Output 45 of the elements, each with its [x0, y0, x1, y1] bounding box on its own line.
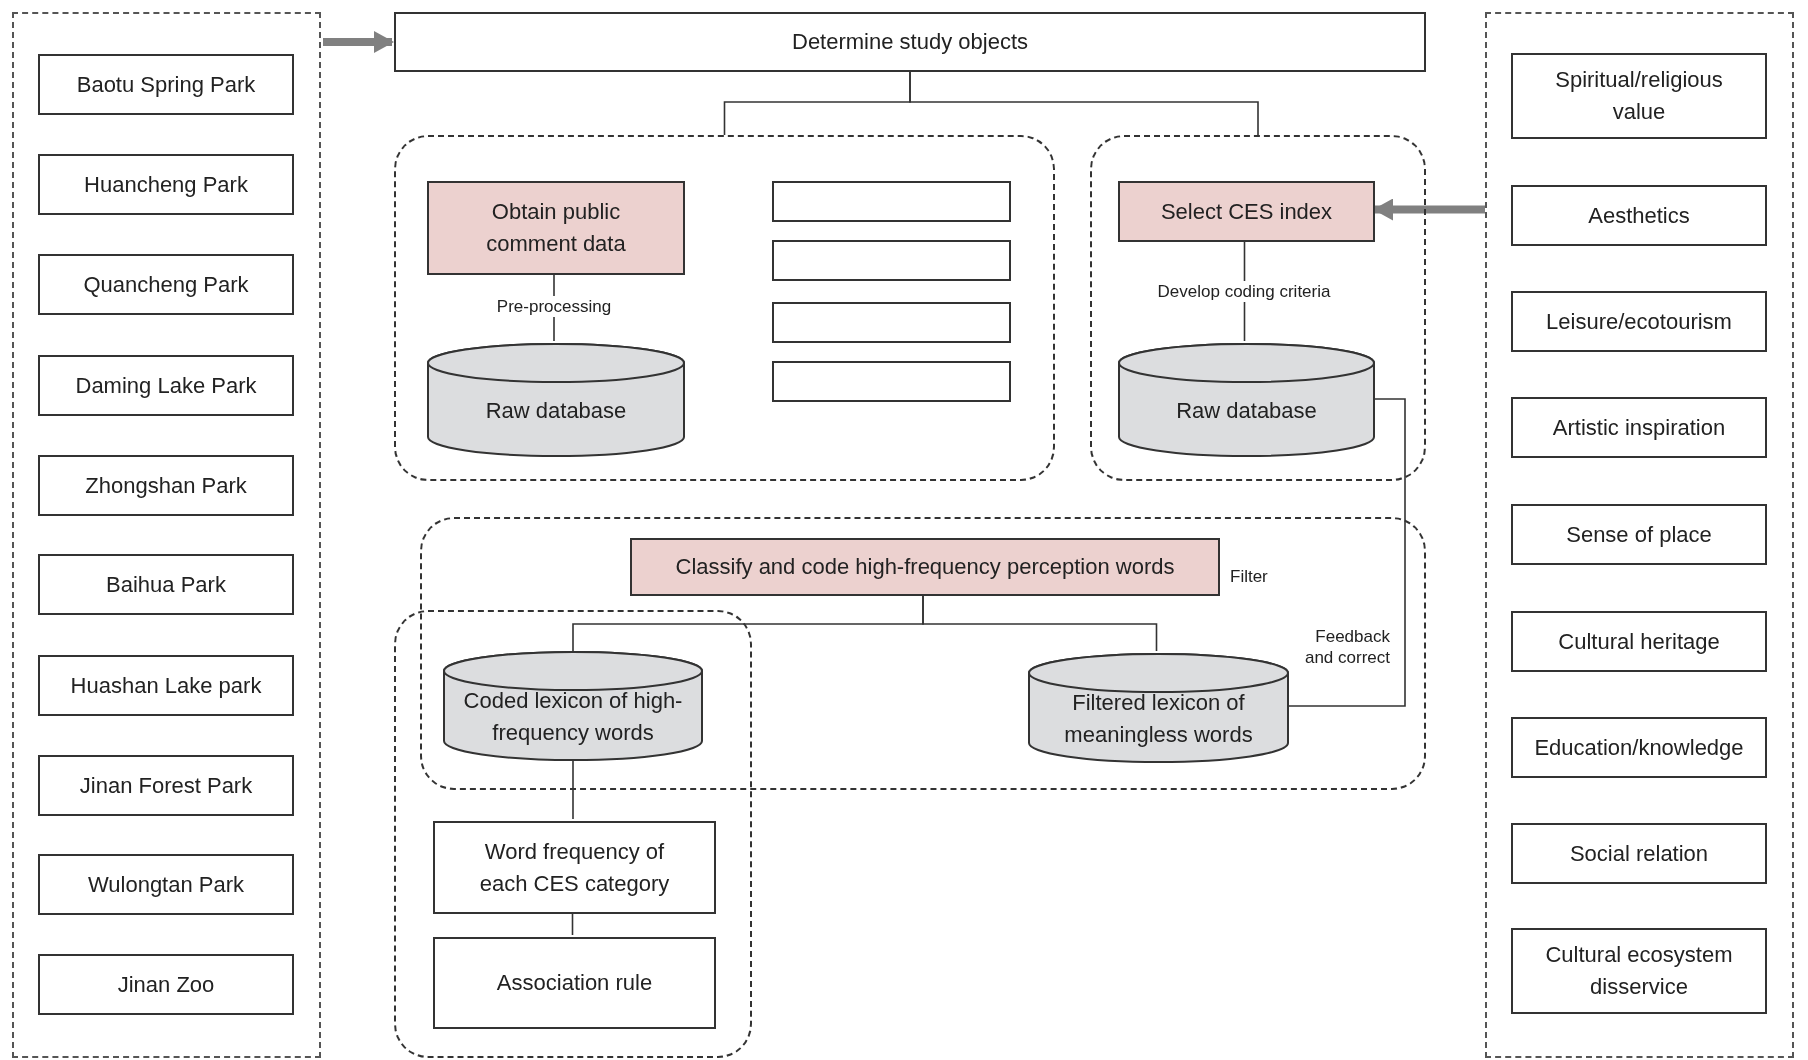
text-box [772, 240, 1011, 281]
text-box [772, 181, 1011, 222]
text-box: Cultural heritage [1511, 611, 1767, 672]
database-cylinder [1118, 343, 1375, 457]
text-box: Jinan Forest Park [38, 755, 294, 816]
text-box: Wulongtan Park [38, 854, 294, 915]
database-cylinder [1028, 653, 1289, 763]
text-box: Cultural ecosystem disservice [1511, 928, 1767, 1014]
text-box: Huancheng Park [38, 154, 294, 215]
text-box: Association rule [433, 937, 716, 1029]
dashed-group [1090, 135, 1426, 481]
text-box [772, 302, 1011, 343]
text-box: Social relation [1511, 823, 1767, 884]
node-label: Raw database [1176, 397, 1317, 425]
dashed-panel [1485, 12, 1794, 1058]
process-box: Classify and code high-frequency perception words [630, 538, 1220, 596]
text-box: Word frequency of each CES category [433, 821, 716, 914]
text-box: Huashan Lake park [38, 655, 294, 716]
node-label: Filtered lexicon of meaningless words [1063, 689, 1254, 749]
dashed-group [394, 135, 1055, 481]
text-box: Daming Lake Park [38, 355, 294, 416]
text-box: Artistic inspiration [1511, 397, 1767, 458]
text-box: Zhongshan Park [38, 455, 294, 516]
note-text: Filter [1230, 566, 1268, 587]
process-box: Obtain public comment data [427, 181, 685, 275]
node-label: Coded lexicon of high-frequency words [462, 687, 684, 747]
text-box: Jinan Zoo [38, 954, 294, 1015]
text-box: Determine study objects [394, 12, 1426, 72]
text-box: Sense of place [1511, 504, 1767, 565]
text-box: Quancheng Park [38, 254, 294, 315]
text-box: Baihua Park [38, 554, 294, 615]
database-cylinder [443, 651, 703, 761]
text-box: Aesthetics [1511, 185, 1767, 246]
dashed-panel [12, 12, 321, 1058]
text-box: Spiritual/religious value [1511, 53, 1767, 139]
text-box: Leisure/ecotourism [1511, 291, 1767, 352]
connector-line [909, 71, 1259, 136]
database-cylinder [427, 343, 685, 457]
process-box: Select CES index [1118, 181, 1375, 242]
text-box: Education/knowledge [1511, 717, 1767, 778]
connector-line [572, 760, 574, 820]
dashed-group [394, 610, 752, 1058]
text-box [772, 361, 1011, 402]
text-box: Baotu Spring Park [38, 54, 294, 115]
node-label: Raw database [485, 397, 627, 425]
